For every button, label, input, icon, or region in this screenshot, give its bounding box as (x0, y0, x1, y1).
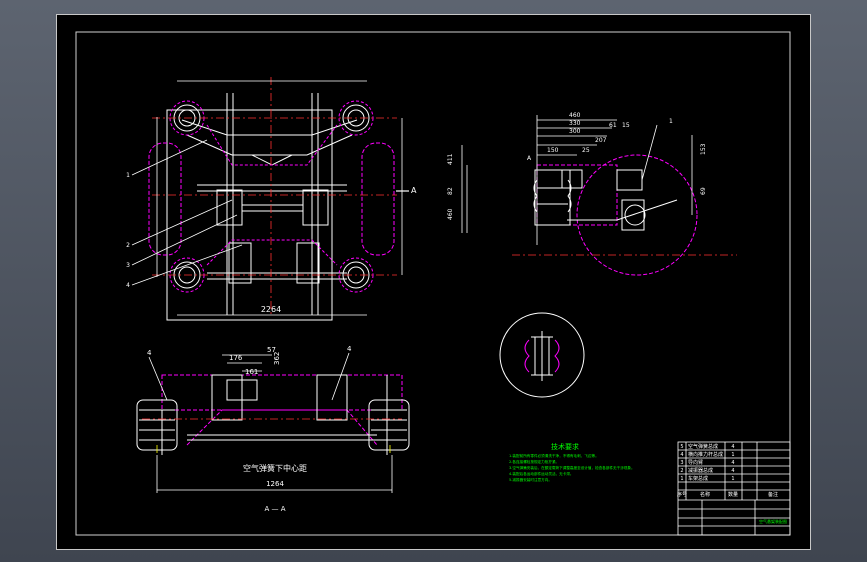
side-dim-right-1: 69 (700, 187, 707, 195)
side-dim-top-0: 460 (569, 112, 581, 119)
tb-row2-qty: 1 (731, 452, 734, 458)
side-dim-top-4: 150 (547, 147, 559, 154)
section-mark-top: A (411, 186, 417, 195)
section-dim-0: 57 (267, 346, 276, 354)
tb-drawing-name: 空气悬架装配图 (759, 518, 787, 524)
tb-row3-no: 3 (680, 460, 683, 466)
top-balloon-1: 1 (126, 172, 130, 179)
side-dim-left-0: 411 (447, 153, 454, 165)
detail-view (499, 312, 585, 398)
side-dim-top-1: 330 (569, 120, 581, 127)
tb-row1-qty: 4 (731, 444, 734, 450)
note-line-4: 4.装配后各运动部件运动灵活，无卡滞。 (509, 471, 574, 476)
section-title: A — A (264, 505, 285, 513)
section-air-spring-right (368, 399, 410, 451)
tb-row4-no: 2 (680, 468, 683, 474)
tb-row3-name: 导向臂 (688, 459, 703, 466)
tb-row3-qty: 4 (731, 460, 734, 466)
tb-row2-no: 4 (680, 452, 683, 458)
side-dim-right-0: 153 (700, 143, 707, 155)
top-view: 2264 1 2 3 4 A (126, 77, 417, 321)
side-section-mark: A (527, 155, 532, 162)
cad-drawing: 2264 1 2 3 4 A (75, 31, 791, 536)
side-dim-top-6: 61 (609, 122, 617, 129)
tb-row5-no: 1 (680, 476, 683, 482)
top-dim-bottom: 2264 (261, 305, 281, 314)
section-dim-1: 176 (229, 354, 243, 362)
notes-title: 技术要求 (551, 442, 579, 451)
inner-frame (75, 31, 791, 536)
tb-row4-qty: 4 (731, 468, 734, 474)
side-dim-top-7: 15 (622, 122, 630, 129)
section-balloon-right: 4 (347, 345, 352, 353)
section-balloon-left: 4 (147, 349, 152, 357)
tb-row5-qty: 1 (731, 476, 734, 482)
top-balloon-4: 4 (126, 282, 130, 289)
note-line-5: 5.减振器安装时注意方向。 (509, 477, 552, 482)
section-dim-2: 161 (245, 368, 258, 376)
technical-notes: 技术要求 1.装配前所有零件必须清洗干净，不得有毛刺、飞边等。 2.各连接螺栓按… (509, 442, 635, 482)
note-line-3: 3.空气弹簧安装后，在额定载荷下调整高度至设计值，检查各部件无干涉现象。 (509, 465, 635, 470)
note-line-1: 1.装配前所有零件必须清洗干净，不得有毛刺、飞边等。 (509, 453, 599, 458)
wheel-left (148, 142, 182, 256)
section-view: 57 176 161 362 空气弹簧下中心距 1264 A — A 4 4 (136, 345, 410, 513)
detail-circle (499, 312, 585, 398)
side-dim-left-2: 460 (447, 208, 454, 220)
tb-header-remark: 备注 (768, 491, 778, 498)
side-dim-top-2: 300 (569, 128, 581, 135)
side-dim-left-1: 82 (447, 187, 454, 195)
tb-row5-name: 车架总成 (688, 475, 708, 482)
side-wheel (576, 154, 698, 276)
wheel-right (361, 142, 395, 256)
tb-header-name: 名称 (700, 491, 710, 498)
side-air-spring (534, 169, 571, 226)
side-dim-top-3: 207 (595, 137, 607, 144)
side-balloon: 1 (669, 118, 673, 125)
section-air-spring-left (136, 399, 178, 451)
side-view: 460 330 300 207 150 25 61 15 411 82 460 … (447, 112, 737, 276)
tb-header-no: 序号 (677, 491, 687, 498)
tb-row4-name: 减振器总成 (688, 467, 713, 474)
frame-outline (166, 109, 333, 321)
title-block: 5 空气弹簧总成 4 4 横向推力杆总成 1 3 导向臂 4 2 减振器总成 4… (677, 441, 791, 536)
tb-header-qty: 数量 (728, 491, 738, 498)
section-dim-bottom: 1264 (266, 480, 284, 488)
section-dim-3: 362 (273, 352, 281, 365)
section-label: 空气弹簧下中心距 (243, 463, 307, 473)
drawing-sheet: 2264 1 2 3 4 A (56, 14, 811, 550)
tb-row1-no: 5 (680, 444, 683, 450)
side-dim-top-5: 25 (582, 147, 590, 154)
tb-row1-name: 空气弹簧总成 (688, 443, 718, 450)
top-balloon-2: 2 (126, 242, 130, 249)
top-balloon-3: 3 (126, 262, 130, 269)
tb-row2-name: 横向推力杆总成 (688, 451, 723, 458)
note-line-2: 2.各连接螺栓按规定力矩拧紧。 (509, 459, 559, 464)
